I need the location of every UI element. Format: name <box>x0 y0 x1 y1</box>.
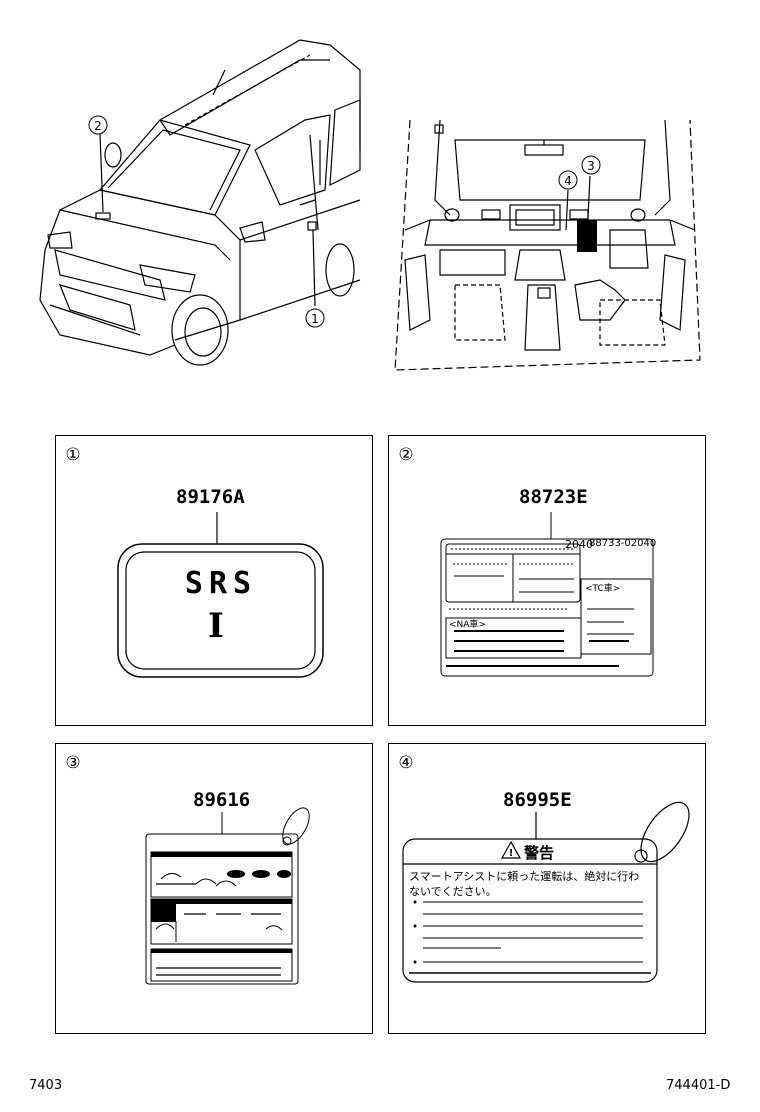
callout-number: ① <box>65 445 81 465</box>
svg-text:2: 2 <box>94 119 102 133</box>
srs-text: SRS <box>184 566 258 601</box>
warning-label: ! <box>402 801 690 983</box>
part-number: 89616 <box>193 789 251 811</box>
emission-label <box>440 512 654 677</box>
svg-text:3: 3 <box>587 159 595 173</box>
part-number: 88723E <box>519 486 588 508</box>
label-code-part: 88733-02040 <box>589 538 657 549</box>
label-panel-1: ① 89176A SRS I <box>55 435 373 726</box>
label-panel-3: ③ 89616 <box>55 743 373 1034</box>
svg-text:4: 4 <box>564 174 572 188</box>
srs-glyph: I <box>208 606 224 646</box>
srs-label <box>117 512 324 678</box>
warning-text-line-2: ないでください。 <box>409 885 497 898</box>
label-panel-4: ④ 86995E ! 警告 スマートアシストに頼った運転は、絶対に行わ ないでく <box>388 743 706 1034</box>
callout-number: ③ <box>65 753 81 773</box>
vehicle-exterior-illustration: 2 1 <box>39 39 361 366</box>
section-na-label: <NA車> <box>449 620 486 630</box>
part-number: 86995E <box>503 789 572 811</box>
smart-assist-instruction-label <box>145 807 310 985</box>
warning-title: 警告 <box>524 844 555 862</box>
svg-text:!: ! <box>509 848 514 859</box>
vehicle-interior-illustration: 4 3 <box>394 119 701 371</box>
section-tc-label: <TC車> <box>585 584 621 594</box>
label-code-small: 2040 <box>565 538 593 551</box>
footer-diagram-code: 744401-D <box>666 1078 731 1093</box>
label-panel-2: ② 88723E <box>388 435 706 726</box>
callout-number: ② <box>398 445 414 465</box>
footer-page-code: 7403 <box>29 1078 63 1093</box>
warning-text-line-1: スマートアシストに頼った運転は、絶対に行わ <box>409 870 640 883</box>
part-number: 89176A <box>176 486 245 508</box>
svg-text:1: 1 <box>311 312 319 326</box>
callout-number: ④ <box>398 753 414 773</box>
